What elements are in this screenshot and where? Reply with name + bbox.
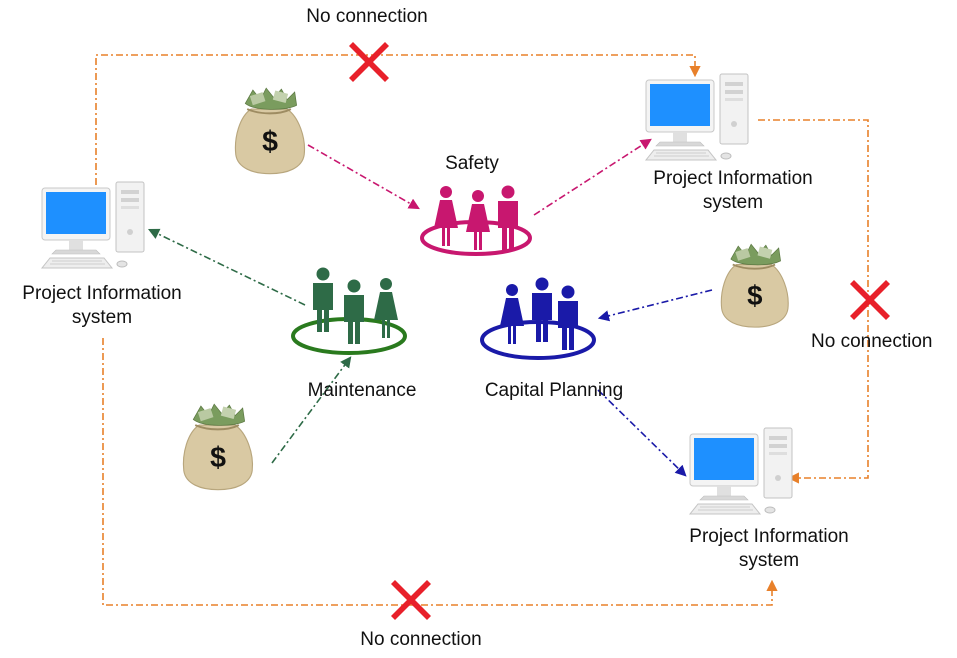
pink-arrows: [307, 138, 652, 216]
computer-icon: [645, 73, 749, 161]
link-top: [95, 54, 701, 185]
money-bag-icon: $: [182, 403, 254, 491]
money-symbol: $: [262, 126, 278, 158]
maintenance-group-icon: [291, 267, 407, 355]
red-x-icon: [391, 580, 431, 620]
system-label-line2: system: [738, 550, 800, 571]
no-connection-label-top: No connection: [306, 6, 428, 27]
maintenance-label: Maintenance: [307, 380, 417, 401]
system-label-line1: Project Information: [653, 168, 813, 189]
computer-icon: [41, 181, 145, 269]
money-bag-icon: $: [720, 243, 790, 329]
system-label-bottom-right: Project Information system: [689, 525, 848, 573]
system-label-line2: system: [71, 307, 133, 328]
system-label-line1: Project Information: [22, 283, 182, 304]
capital-planning-group-icon: [480, 277, 596, 360]
computer-icon: [689, 427, 793, 515]
no-connection-label-bottom: No connection: [360, 629, 482, 650]
blue-arrows: [597, 289, 713, 477]
no-connection-label-right: No connection: [811, 331, 933, 352]
system-label-line1: Project Information: [689, 526, 849, 547]
red-x-icon: [850, 280, 890, 320]
red-x-icon: [349, 42, 389, 82]
capital-planning-label: Capital Planning: [484, 380, 624, 401]
money-symbol: $: [747, 280, 762, 311]
safety-group-icon: [420, 185, 532, 256]
system-label-line2: system: [702, 192, 764, 213]
orange-links: [95, 54, 869, 606]
money-symbol: $: [210, 442, 226, 474]
safety-label: Safety: [445, 153, 499, 174]
link-bottom: [102, 338, 778, 606]
green-arrows: [147, 228, 352, 464]
money-bag-icon: $: [234, 87, 306, 175]
system-label-top-right: Project Information system: [653, 167, 812, 215]
system-label-left: Project Information system: [22, 282, 181, 330]
